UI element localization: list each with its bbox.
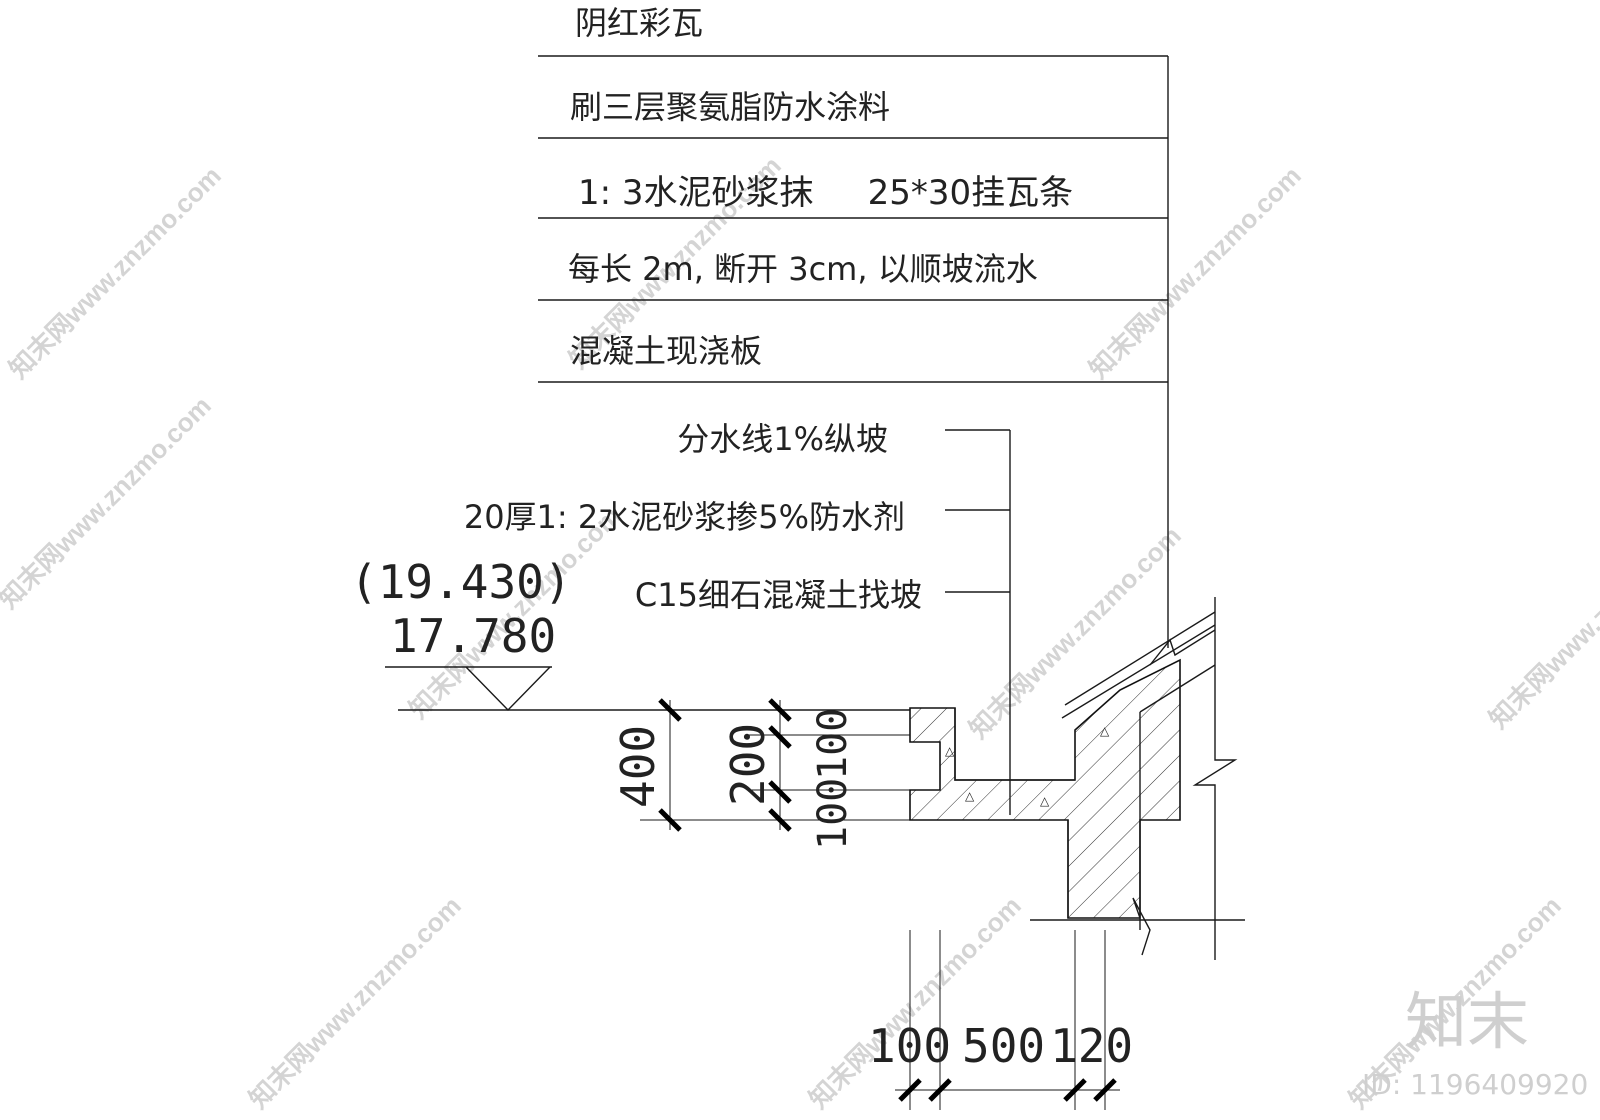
watermark-text: 知末网www.znzmo.com (243, 890, 467, 1114)
note-ridge-slope: 分水线1%纵坡 (677, 420, 888, 458)
svg-text:△: △ (1040, 794, 1050, 808)
gutter-section: △ △ △ △ (909, 597, 1245, 960)
watermark-text: 知末网www.znzmo.com (1083, 160, 1307, 384)
horizontal-dimensions: 100 500 120 (868, 930, 1133, 1110)
elevation-mark: (19.430) 17.780 (350, 555, 910, 712)
dim-h-500: 500 (962, 1019, 1045, 1073)
gutter-notes: 分水线1%纵坡 20厚1: 2水泥砂浆掺5%防水剂 C15细石混凝土找坡 (464, 420, 1011, 815)
watermark-text: 知末网www.znzmo.com (1483, 510, 1600, 734)
layer-label-mortar: 1: 3水泥砂浆抹 25*30挂瓦条 (578, 173, 1073, 213)
note-mortar-waterproof: 20厚1: 2水泥砂浆掺5%防水剂 (464, 498, 905, 536)
svg-text:△: △ (965, 789, 975, 803)
dim-100-top: 100 (810, 708, 856, 780)
dim-200: 200 (721, 723, 775, 806)
watermark-group: 知末网www.znzmo.com 知末网www.znzmo.com 知末网www… (0, 150, 1600, 1114)
brand-id-text: ID: 1196409920 (1362, 1068, 1588, 1101)
dim-400: 400 (611, 725, 665, 808)
dim-100-bottom: 100 (810, 778, 856, 850)
layer-label-waterproof: 刷三层聚氨脂防水涂料 (570, 88, 890, 126)
layer-label-slab: 混凝土现浇板 (570, 332, 762, 370)
brand-watermark: 知末 ID: 1196409920 (1362, 985, 1588, 1101)
layer-label-batten-note: 每长 2m, 断开 3cm, 以顺坡流水 (568, 250, 1038, 288)
svg-text:△: △ (945, 744, 955, 758)
layer-callout: 阴红彩瓦 刷三层聚氨脂防水涂料 1: 3水泥砂浆抹 25*30挂瓦条 每长 2m… (538, 4, 1169, 648)
dim-h-100: 100 (868, 1019, 951, 1073)
note-concrete-slope: C15细石混凝土找坡 (635, 576, 922, 614)
watermark-text: 知末网www.znzmo.com (803, 890, 1027, 1114)
watermark-text: 知末网www.znzmo.com (0, 390, 217, 614)
brand-logo-text: 知末 (1405, 985, 1529, 1058)
dim-h-120: 120 (1050, 1019, 1133, 1073)
layer-label-tile: 阴红彩瓦 (575, 4, 703, 42)
elevation-lower: 17.780 (390, 609, 556, 663)
watermark-text: 知末网www.znzmo.com (3, 160, 227, 384)
vertical-dimensions: 400 200 100 100 (611, 698, 910, 850)
svg-text:△: △ (1100, 724, 1110, 738)
elevation-upper: (19.430) (350, 555, 572, 609)
